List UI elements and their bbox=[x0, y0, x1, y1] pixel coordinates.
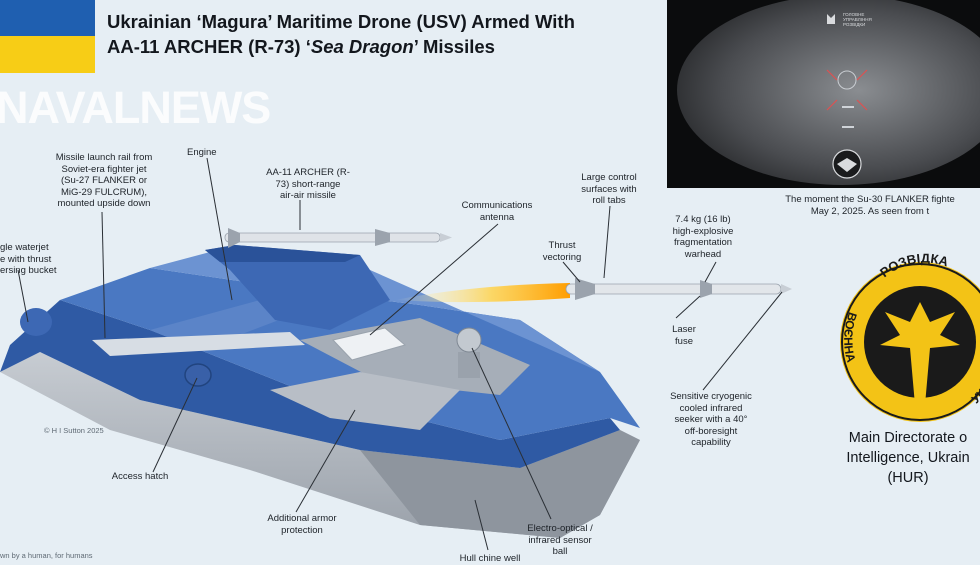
waterjet-bucket bbox=[20, 308, 52, 336]
label-eo-ir-ball: Electro-optical / infrared sensor ball bbox=[527, 523, 593, 557]
eo-ir-sensor-ball bbox=[456, 327, 482, 353]
sensor-mast bbox=[458, 352, 480, 378]
page-title: Ukrainian ‘Magura’ Maritime Drone (USV) … bbox=[107, 9, 575, 59]
video-caption: The moment the Su-30 FLANKER fighte May … bbox=[740, 194, 980, 218]
label-launch-rail: Missile launch rail from Soviet-era figh… bbox=[55, 152, 153, 209]
footer-note: wn by a human, for humans bbox=[0, 551, 93, 560]
caption-line-1: The moment the Su-30 FLANKER fighte bbox=[785, 194, 955, 205]
archer-missile-on-rail bbox=[224, 228, 452, 248]
launch-pylon-top bbox=[205, 245, 360, 262]
label-archer-missile: AA-11 ARCHER (R- 73) short-range air-air… bbox=[266, 167, 350, 201]
lower-rail bbox=[92, 332, 305, 356]
label-control-surfaces: Large control surfaces with roll tabs bbox=[581, 172, 637, 206]
thermal-video-still: ГОЛОВНЕ УПРАВЛІННЯ РОЗВІДКИ bbox=[667, 0, 980, 188]
illustration-credit: © H I Sutton 2025 bbox=[44, 426, 104, 435]
leader-lines bbox=[17, 157, 783, 551]
title-part-italic: Sea Dragon bbox=[310, 36, 414, 57]
title-part-c: ’ Missiles bbox=[413, 36, 495, 57]
label-thrust-vectoring: Thrust vectoring bbox=[542, 240, 582, 263]
armor-plate-2 bbox=[270, 372, 460, 430]
label-waterjet: gle waterjet e with thrust ersing bucket bbox=[0, 242, 57, 276]
hull-lower-shadow bbox=[360, 430, 640, 538]
label-warhead: 7.4 kg (16 lb) high-explosive fragmentat… bbox=[672, 214, 734, 260]
ukraine-flag-blue bbox=[0, 0, 95, 36]
emblem-left-text: ВОЄННА bbox=[841, 311, 860, 365]
owl-sword-icon bbox=[880, 302, 960, 412]
targeting-reticle bbox=[826, 69, 868, 111]
title-part-a: AA-11 ARCHER (R-73) ‘ bbox=[107, 36, 311, 57]
launch-pylon bbox=[205, 245, 390, 330]
trident-logo-icon bbox=[827, 14, 835, 24]
title-line-2: AA-11 ARCHER (R-73) ‘Sea Dragon’ Missile… bbox=[107, 34, 575, 59]
comms-antenna-box bbox=[332, 327, 407, 361]
video-overlay-text: ГОЛОВНЕ УПРАВЛІННЯ РОЗВІДКИ bbox=[843, 12, 872, 27]
hur-caption: Main Directorate o Intelligence, Ukrain … bbox=[846, 430, 970, 486]
caption-line-2: May 2, 2025. As seen from t bbox=[810, 206, 930, 217]
video-frame-graphic bbox=[667, 0, 980, 188]
access-hatch bbox=[184, 363, 212, 387]
watermark-text: NAVALNEWS bbox=[0, 82, 271, 133]
navalnews-watermark: NAVALNEWS bbox=[0, 82, 271, 134]
archer-missile-in-flight bbox=[565, 278, 792, 300]
label-engine: Engine bbox=[187, 147, 217, 158]
ukraine-flag-yellow bbox=[0, 36, 95, 73]
label-laser-fuse: Laser fuse bbox=[672, 324, 696, 347]
label-armor: Additional armor protection bbox=[267, 513, 337, 536]
rocket-exhaust-plume bbox=[395, 283, 570, 303]
label-hull-chine: Hull chine well bbox=[459, 553, 521, 564]
title-line-1: Ukrainian ‘Magura’ Maritime Drone (USV) … bbox=[107, 11, 575, 32]
label-comms-antenna: Communications antenna bbox=[461, 200, 533, 223]
label-ir-seeker: Sensitive cryogenic cooled infrared seek… bbox=[670, 391, 752, 448]
label-access-hatch: Access hatch bbox=[111, 471, 169, 482]
